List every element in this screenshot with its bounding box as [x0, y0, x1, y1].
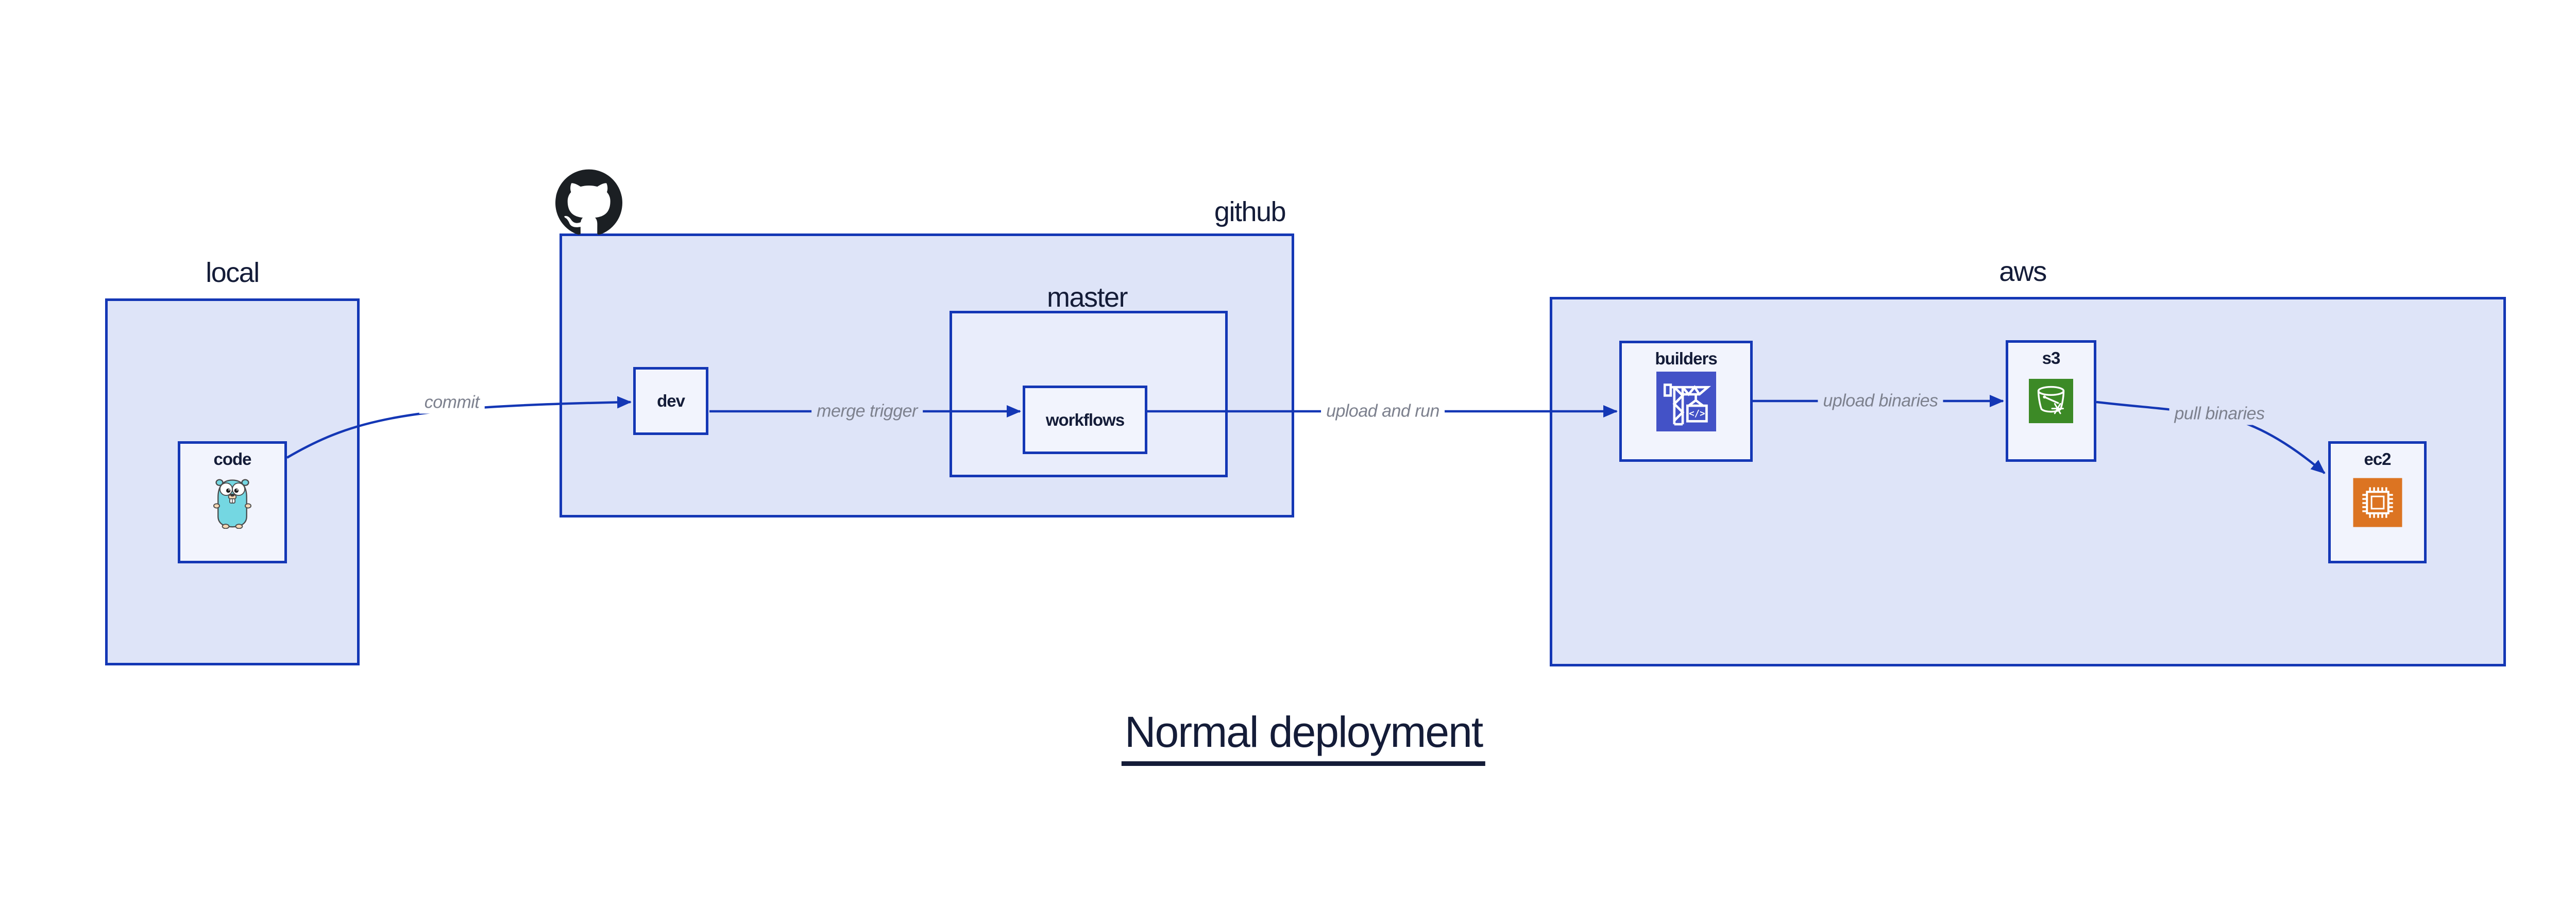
group-label-master: master: [1046, 282, 1128, 313]
node-label-s3: s3: [2042, 348, 2061, 368]
group-label-aws: aws: [1999, 256, 2047, 287]
node-code: code: [178, 441, 287, 563]
edge-commit: [286, 396, 632, 459]
node-s3: s3: [2006, 340, 2096, 462]
node-dev: dev: [633, 367, 708, 435]
edge-label-upload-binaries: upload binaries: [1818, 390, 1943, 412]
edge-label-upload-and-run: upload and run: [1321, 400, 1445, 423]
s3-bucket-icon: [2028, 379, 2074, 423]
node-label-code: code: [213, 449, 251, 469]
node-label-workflows: workflows: [1045, 410, 1125, 429]
github-logo-icon: [555, 169, 622, 235]
node-ec2: ec2: [2328, 441, 2427, 563]
edge-label-commit: commit: [419, 391, 485, 414]
codebuild-crane-icon: </>: [1656, 371, 1716, 431]
edge-label-pull-binaries: pull binaries: [2169, 403, 2270, 425]
node-builders: builders </>: [1619, 341, 1753, 462]
node-workflows: workflows: [1023, 386, 1147, 454]
node-label-dev: dev: [657, 391, 685, 410]
edge-label-merge-trigger: merge trigger: [811, 400, 923, 423]
codebuild-code-glyph: </>: [1689, 409, 1705, 419]
go-gopher-icon: [213, 476, 251, 529]
diagram-title: Normal deployment: [1121, 707, 1486, 766]
group-label-github: github: [1214, 196, 1286, 227]
ec2-chip-icon: [2353, 478, 2402, 527]
node-label-builders: builders: [1655, 349, 1717, 368]
node-label-ec2: ec2: [2364, 449, 2391, 469]
group-label-local: local: [206, 257, 260, 288]
